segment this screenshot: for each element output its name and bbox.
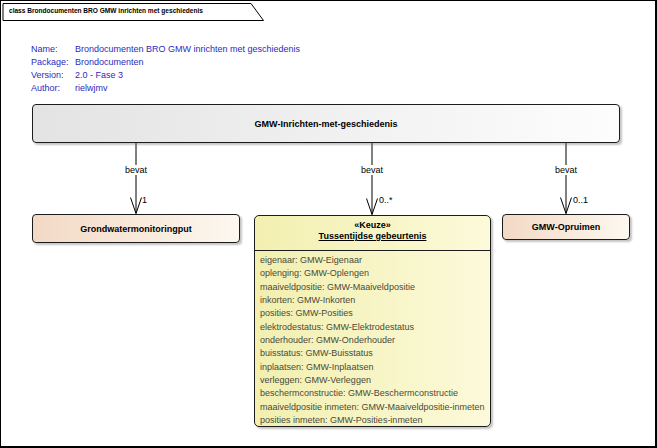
relation-multiplicity-3: 0..1: [573, 195, 588, 205]
class-header: «Keuze» Tussentijdse gebeurtenis: [255, 216, 490, 251]
meta-label-version: Version:: [31, 70, 64, 80]
frame-tab-label: class Brondocumenten BRO GMW inrichten m…: [9, 6, 255, 15]
relation-arrowhead-gmw-opruimen: [561, 198, 572, 214]
attribute-row[interactable]: onderhouder: GMW-Onderhouder: [260, 334, 486, 347]
meta-value-name: Brondocumenten BRO GMW inrichten met ges…: [75, 44, 300, 54]
attribute-row[interactable]: posities: GMW-Posities: [260, 307, 486, 320]
attribute-row[interactable]: beschermconstructie: GMW-Beschermconstru…: [260, 387, 486, 400]
class-stereotype: «Keuze»: [255, 220, 490, 230]
attribute-row[interactable]: oplenging: GMW-Oplengen: [260, 267, 486, 280]
class-gmw-inrichten-met-geschiedenis[interactable]: GMW-Inrichten-met-geschiedenis: [32, 104, 620, 143]
meta-label-author: Author:: [31, 83, 60, 93]
meta-value-author: rielwjmv: [75, 83, 108, 93]
class-gmw-opruimen[interactable]: GMW-Opruimen: [502, 214, 630, 240]
meta-label-name: Name:: [31, 44, 58, 54]
attribute-row[interactable]: eigenaar: GMW-Eigenaar: [260, 254, 486, 267]
class-title: Tussentijdse gebeurtenis: [255, 231, 490, 241]
relation-label-bevat-1: bevat: [124, 165, 148, 175]
class-tussentijdse-gebeurtenis[interactable]: «Keuze» Tussentijdse gebeurtenis eigenaa…: [254, 215, 491, 427]
attribute-row[interactable]: posities inmeten: GMW-Posities-inmeten: [260, 414, 486, 427]
relation-label-bevat-2: bevat: [360, 165, 384, 175]
relation-multiplicity-2: 0..*: [379, 195, 393, 205]
class-title: GMW-Opruimen: [532, 222, 600, 232]
attribute-row[interactable]: maaiveldpositie inmeten: GMW-Maaiveldpos…: [260, 401, 486, 414]
attribute-row[interactable]: inplaatsen: GMW-Inplaatsen: [260, 361, 486, 374]
class-grondwatermonitoringput[interactable]: Grondwatermonitoringput: [32, 214, 240, 243]
attribute-row[interactable]: buisstatus: GMW-Buisstatus: [260, 347, 486, 360]
attribute-row[interactable]: elektrodestatus: GMW-Elektrodestatus: [260, 321, 486, 334]
relation-label-bevat-3: bevat: [554, 165, 578, 175]
meta-value-package: Brondocumenten: [75, 57, 144, 67]
relation-arrowhead-grondwatermonitoringput: [131, 198, 142, 214]
relation-multiplicity-1: 1: [142, 195, 147, 205]
attribute-row[interactable]: inkorten: GMW-Inkorten: [260, 294, 486, 307]
attribute-list: eigenaar: GMW-Eigenaar oplenging: GMW-Op…: [255, 251, 490, 427]
attribute-row[interactable]: verleggen: GMW-Verleggen: [260, 374, 486, 387]
class-title: Grondwatermonitoringput: [80, 224, 192, 234]
meta-value-version: 2.0 - Fase 3: [75, 70, 123, 80]
class-title: GMW-Inrichten-met-geschiedenis: [255, 119, 398, 129]
attribute-row[interactable]: maaiveldpositie: GMW-Maaiveldpositie: [260, 281, 486, 294]
relation-arrowhead-tussentijdse-gebeurtenis: [367, 199, 378, 215]
meta-label-package: Package:: [31, 57, 69, 67]
